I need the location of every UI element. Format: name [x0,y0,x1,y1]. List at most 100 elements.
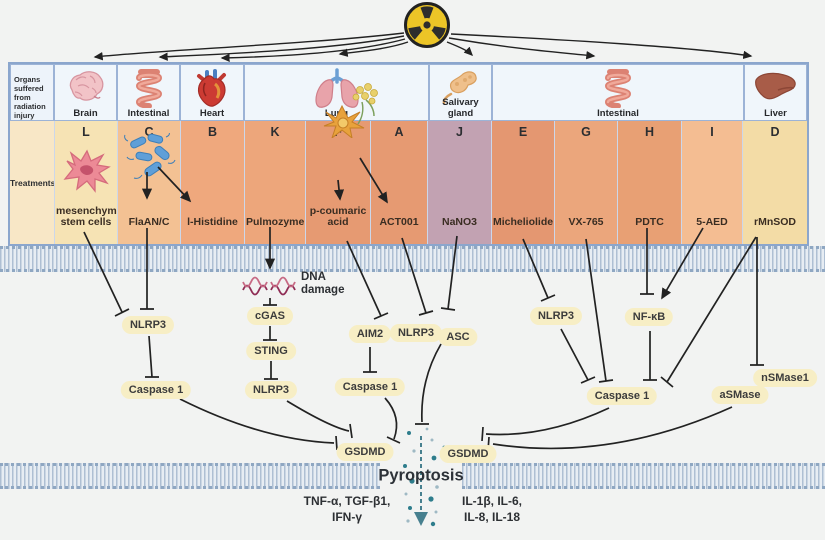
organ-label: Intestinal [597,108,639,119]
treatment-letter: C [144,125,154,139]
treatment-name: FlaAN/C [128,216,170,229]
intestine-icon [604,69,632,108]
treatment-letter: I [710,125,714,139]
node-asmase: aSMase [711,386,769,404]
treatment-cell-J: J NaNO3 [427,121,491,244]
treatment-letter: B [207,125,218,139]
node-gsdmd-right: GSDMD [439,445,497,463]
inhibit-vx765-caspase1 [585,238,614,383]
organ-cell-salivary-gland: Salivary gland [429,64,492,121]
treatment-cell-C: C FlaAN/C [117,121,180,244]
treatment-letter: E [518,125,528,139]
cytokines-left-line1: TNF-α, TGF-β1, [303,494,391,508]
inhibit-sting-nlrp3 [264,361,278,380]
arrow-bacteria-l-histidine [157,166,192,203]
treatment-name: p-coumaric acid [309,204,367,229]
organs-row-label-cell: Organs suffered from radiation injury [10,64,54,121]
inhibit-rmnsod-nsmase1 [750,237,764,366]
node-nlrp3-intestinal: NLRP3 [529,307,583,325]
arrow-radiation-intestinal-2 [448,37,596,60]
arrow-radiation-heart [220,38,406,63]
arrow-flower-p-coumaric [333,179,345,201]
treatment-name: 5-AED [696,216,728,229]
node-nsmase1: nSMase1 [753,369,817,387]
cytokines-right-line1: IL-1β, IL-6, [462,494,522,508]
treatment-cell-B: B l-Histidine [180,121,244,244]
mesenchymal-stem-cell-icon [63,149,111,193]
node-nlrp3-brain: NLRP3 [121,316,175,334]
treatment-cell-A: A ACT001 [370,121,427,244]
node-nlrp3-sting: NLRP3 [244,381,298,399]
treatment-cell-G: G VX-765 [554,121,617,244]
organ-cell-brain: Brain [54,64,117,121]
treatment-cell-H: H PDTC [617,121,681,244]
treatment-letter: H [644,125,655,139]
bacteria-icon [124,133,176,179]
inhibit-nlrp3-caspase1-right [560,328,596,384]
inhibit-pcoumaric-aim2 [346,240,389,320]
cytokines-left-label: TNF-α, TGF-β1, IFN-γ [304,494,391,525]
node-gsdmd-left: GSDMD [336,443,394,461]
organ-label: Brain [73,108,98,119]
organs-row-label: Organs suffered from radiation injury [14,75,46,120]
node-asc: ASC [438,328,478,346]
inhibit-asc-pore [415,343,442,425]
inhibit-act001-nlrp3 [401,237,434,316]
treatments-row-label: Treatments [10,177,56,188]
organ-label: Lung [324,108,349,119]
dna-damage-line2: damage [301,284,345,297]
node-cgas: cGAS [247,307,293,325]
node-aim2: AIM2 [348,325,392,343]
inhibit-pdtc-nfkb [640,228,654,295]
cytokines-right-label: IL-1β, IL-6, IL-8, IL-18 [462,494,522,525]
salivary-gland-icon [442,71,477,105]
organ-cell-intestinal-2: Intestinal [492,64,744,121]
treatment-cell-I: I 5-AED [681,121,742,244]
liver-icon [754,72,796,100]
inhibit-micheliolide-nlrp3 [522,238,556,302]
treatment-cell-K: K Pulmozyme [244,121,305,244]
organ-label: Heart [199,108,225,119]
treatment-letter: K [270,125,280,139]
organ-label: Salivary gland [442,97,479,119]
organ-cell-lung: Lung [244,64,429,121]
organ-label: Liver [764,108,787,119]
node-caspase1-intestinal: Caspase 1 [586,387,658,405]
treatment-letter: G [581,125,591,139]
dna-damage-line1: DNA [301,271,326,283]
organ-cell-intestinal-1: Intestinal [117,64,180,121]
intestine-icon [135,69,162,108]
inhibit-aim2-caspase1 [363,347,377,373]
inhibit-caspase1-gsdmd-left [179,398,338,451]
arrow-flowers-act001 [359,157,388,204]
treatment-cell-L: L mesenchymal stem cells [54,121,125,244]
treatment-name: NaNO3 [441,216,477,229]
pyroptosis-label: Pyroptosis [378,466,464,485]
node-nfkb: NF-κB [624,308,674,326]
treatment-name: rMnSOD [754,216,796,229]
node-nlrp3-act001: NLRP3 [389,324,443,342]
inhibit-asmase-gsdmd-right [487,406,733,452]
inhibit-caspase1mid-gsdmd [384,397,401,444]
inhibit-nfkb-caspase1 [643,331,657,381]
cell-membrane-bottom-left [0,463,380,489]
lungs-icon [314,68,359,108]
treatment-letter: A [394,125,404,139]
organ-treatment-table: Organs suffered from radiation injury Tr… [8,62,809,246]
dna-damage-icon [242,276,296,296]
treatment-name: ACT001 [379,216,419,229]
organ-cell-heart: Heart [180,64,244,121]
treatment-letter: L [82,125,90,139]
treatments-row-label-cell: Treatments [10,121,56,244]
dna-damage-label: DNA damage [301,271,344,297]
arrow-radiation-intestinal-1 [158,35,405,61]
cell-membrane-bottom-right [462,463,825,489]
node-caspase1-brain: Caspase 1 [120,381,192,399]
inhibit-flaanc-nlrp3 [140,228,154,310]
treatment-name: VX-765 [568,216,604,229]
treatment-letter: D [770,125,780,139]
organ-label: Intestinal [127,108,170,119]
inhibit-dna-cgas [263,298,277,306]
